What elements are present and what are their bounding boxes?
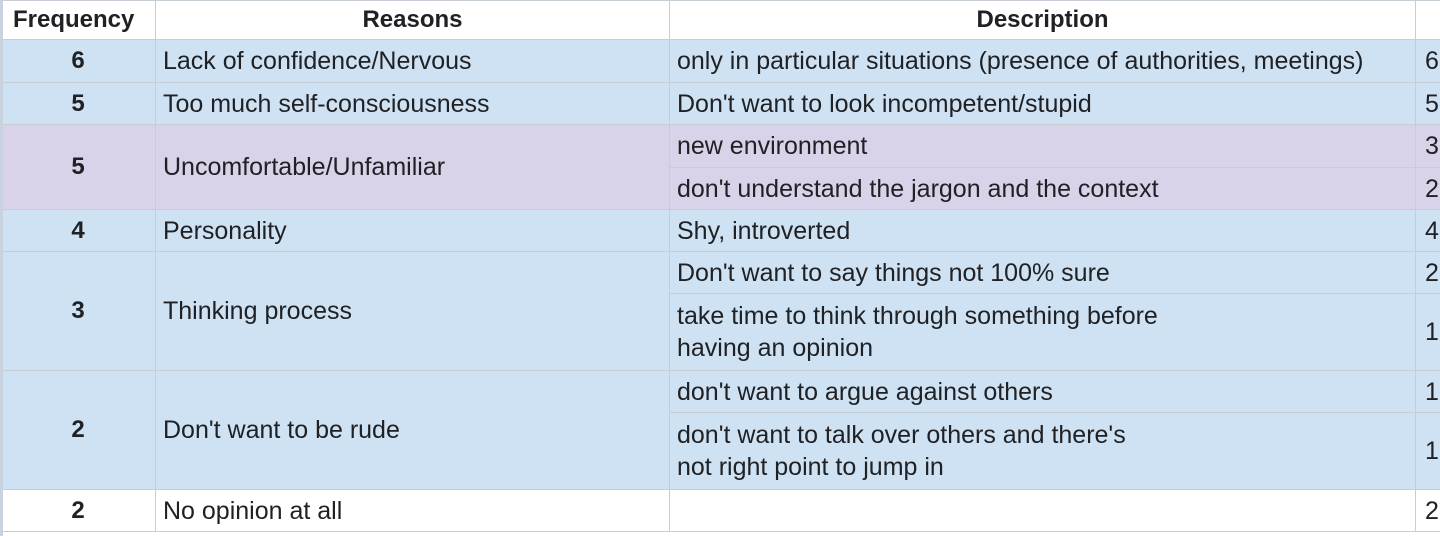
reason-cell[interactable]: Lack of confidence/Nervous: [155, 39, 670, 83]
description-cell[interactable]: don't want to argue against others: [669, 370, 1416, 413]
count-cell[interactable]: 2: [1415, 489, 1440, 532]
table-row: 3 Thinking process Don't want to say thi…: [0, 251, 1440, 371]
count-cell[interactable]: 4: [1415, 209, 1440, 252]
table-row: 5 Uncomfortable/Unfamiliar new environme…: [0, 124, 1440, 210]
description-line-1: take time to think through something bef…: [677, 302, 1158, 330]
description-line-2: having an opinion: [677, 334, 873, 362]
description-cell[interactable]: Don't want to look incompetent/stupid: [669, 82, 1416, 125]
table-row: 4 Personality Shy, introverted 4: [0, 209, 1440, 252]
frequency-cell[interactable]: 5: [0, 82, 156, 125]
table-row: 2 Don't want to be rude don't want to ar…: [0, 370, 1440, 490]
description-cell[interactable]: don't understand the jargon and the cont…: [669, 167, 1416, 210]
frequency-cell[interactable]: 3: [0, 251, 156, 371]
description-cell[interactable]: [669, 489, 1416, 532]
header-description[interactable]: Description: [669, 0, 1416, 40]
description-cell[interactable]: Don't want to say things not 100% sure: [669, 251, 1416, 294]
reason-cell[interactable]: Too much self-consciousness: [155, 82, 670, 125]
header-row: Frequency Reasons Description: [0, 0, 1440, 40]
reason-cell[interactable]: Don't want to be rude: [155, 370, 670, 490]
header-reasons[interactable]: Reasons: [155, 0, 670, 40]
count-cell[interactable]: 2: [1415, 167, 1440, 210]
description-cell[interactable]: only in particular situations (presence …: [669, 39, 1416, 83]
count-cell[interactable]: 1: [1415, 293, 1440, 371]
reason-cell[interactable]: Personality: [155, 209, 670, 252]
count-cell[interactable]: 1: [1415, 370, 1440, 413]
header-count[interactable]: [1415, 0, 1440, 40]
frequency-cell[interactable]: 2: [0, 489, 156, 532]
table-row: don't understand the jargon and the cont…: [1, 167, 1440, 210]
count-cell[interactable]: 6: [1415, 39, 1440, 83]
description-cell[interactable]: Shy, introverted: [669, 209, 1416, 252]
table-row: 5 Too much self-consciousness Don't want…: [0, 82, 1440, 125]
count-cell[interactable]: 2: [1415, 251, 1440, 294]
description-cell[interactable]: take time to think through something bef…: [669, 293, 1416, 371]
table-row: 6 Lack of confidence/Nervous only in par…: [0, 39, 1440, 83]
frequency-cell[interactable]: 5: [0, 124, 156, 210]
table-row: 2 No opinion at all 2: [0, 489, 1440, 532]
description-cell[interactable]: new environment: [669, 124, 1416, 168]
count-cell[interactable]: 3: [1415, 124, 1440, 168]
header-frequency[interactable]: Frequency: [0, 0, 156, 40]
reason-cell[interactable]: Uncomfortable/Unfamiliar: [155, 124, 670, 210]
frequency-cell[interactable]: 6: [0, 39, 156, 83]
frequency-cell[interactable]: 4: [0, 209, 156, 252]
count-cell[interactable]: 5: [1415, 82, 1440, 125]
reason-cell[interactable]: No opinion at all: [155, 489, 670, 532]
description-cell[interactable]: don't want to talk over others and there…: [669, 412, 1416, 490]
description-line-2: not right point to jump in: [677, 453, 944, 481]
description-line-1: don't want to talk over others and there…: [677, 421, 1126, 449]
reason-cell[interactable]: Thinking process: [155, 251, 670, 371]
frequency-cell[interactable]: 2: [0, 370, 156, 490]
count-cell[interactable]: 1: [1415, 412, 1440, 490]
